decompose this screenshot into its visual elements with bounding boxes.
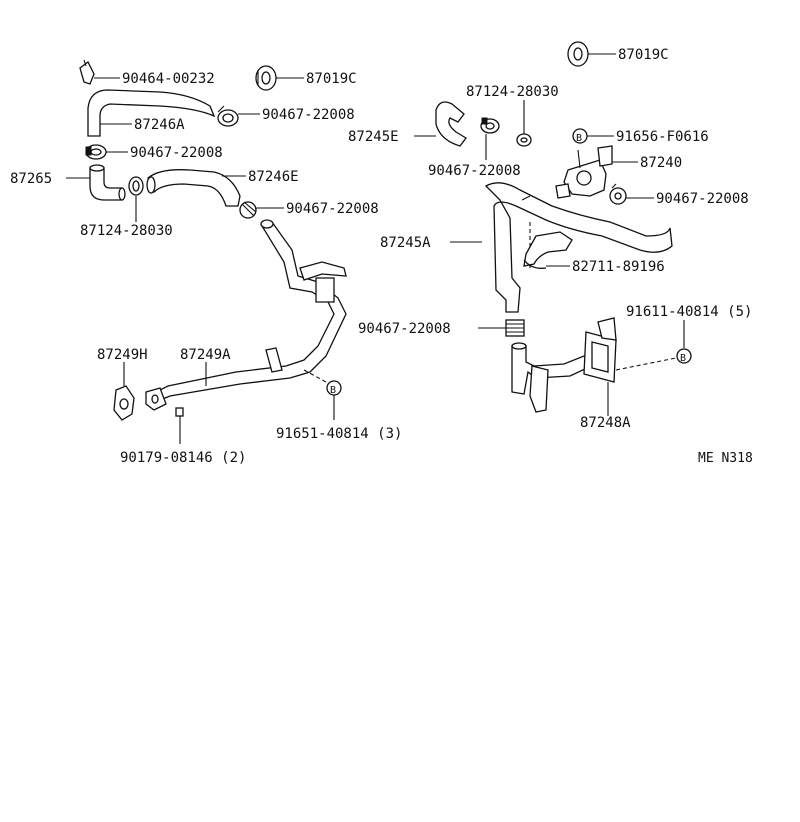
callout-c13: 90179-08146 (2) <box>120 450 246 466</box>
clamp-90467-22008-e <box>609 183 627 205</box>
leader-dash-right-bolt <box>615 357 677 371</box>
elbow-87265 <box>89 164 126 201</box>
callout-c17: 91656-F0616 <box>616 129 709 145</box>
hose-87246e <box>146 169 241 207</box>
clamp-87124-28030-right <box>516 133 532 147</box>
callout-c21: 87245A <box>380 235 431 251</box>
valve-87240 <box>555 145 613 199</box>
callout-c23: 91611-40814 (5) <box>626 304 752 320</box>
callout-c12: 91651-40814 (3) <box>276 426 402 442</box>
stud-90179-08146 <box>175 407 184 417</box>
grommet-87019c-right <box>567 41 589 67</box>
clip-82711-89196 <box>523 231 573 269</box>
diagram-code: ME N318 <box>698 451 753 466</box>
callout-c03: 90467-22008 <box>262 107 355 123</box>
grommet-87019c-left <box>255 65 277 91</box>
clamp-90467-22008-f <box>505 319 525 337</box>
callout-c22: 82711-89196 <box>572 259 665 275</box>
bolt-marker-right-top: B <box>572 128 588 144</box>
clamp-90467-22008-a <box>217 105 239 127</box>
bolt-marker-left: B <box>326 380 342 396</box>
callout-c09: 90467-22008 <box>286 201 379 217</box>
leader-dash-left-bolt <box>303 369 327 383</box>
hose-87246a <box>87 89 216 137</box>
callout-c10: 87249H <box>97 347 148 363</box>
gasket-87249h <box>113 385 135 421</box>
bolt-marker-right-lower: B <box>676 348 692 364</box>
svg-text:B: B <box>330 385 336 396</box>
callout-c24: 90467-22008 <box>358 321 451 337</box>
callout-c16: 87245E <box>348 129 399 145</box>
callout-c19: 87240 <box>640 155 682 171</box>
svg-text:B: B <box>680 353 686 364</box>
callout-c07: 87246E <box>248 169 299 185</box>
callout-c11: 87249A <box>180 347 231 363</box>
callout-c01: 90464-00232 <box>122 71 215 87</box>
clip-90464-00232 <box>79 59 95 85</box>
callout-c14: 87019C <box>618 47 669 63</box>
callout-c08: 87124-28030 <box>80 223 173 239</box>
callout-c02: 87019C <box>306 71 357 87</box>
pipe-87248a <box>511 317 617 413</box>
pipe-87249a <box>155 219 347 401</box>
callout-c15: 87124-28030 <box>466 84 559 100</box>
svg-text:B: B <box>576 133 582 144</box>
clamp-87124-28030-left <box>128 176 144 196</box>
pipe-flange <box>145 387 167 411</box>
callout-c18: 90467-22008 <box>428 163 521 179</box>
callout-c04: 87246A <box>134 117 185 133</box>
hose-87245e <box>435 101 467 147</box>
clamp-90467-22008-d <box>480 117 500 134</box>
clamp-90467-22008-b <box>85 144 107 160</box>
callout-c05: 90467-22008 <box>130 145 223 161</box>
clamp-90467-22008-c <box>239 201 257 219</box>
hose-87245a <box>484 182 673 313</box>
callout-c20: 90467-22008 <box>656 191 749 207</box>
callout-c06: 87265 <box>10 171 52 187</box>
callout-c25: 87248A <box>580 415 631 431</box>
